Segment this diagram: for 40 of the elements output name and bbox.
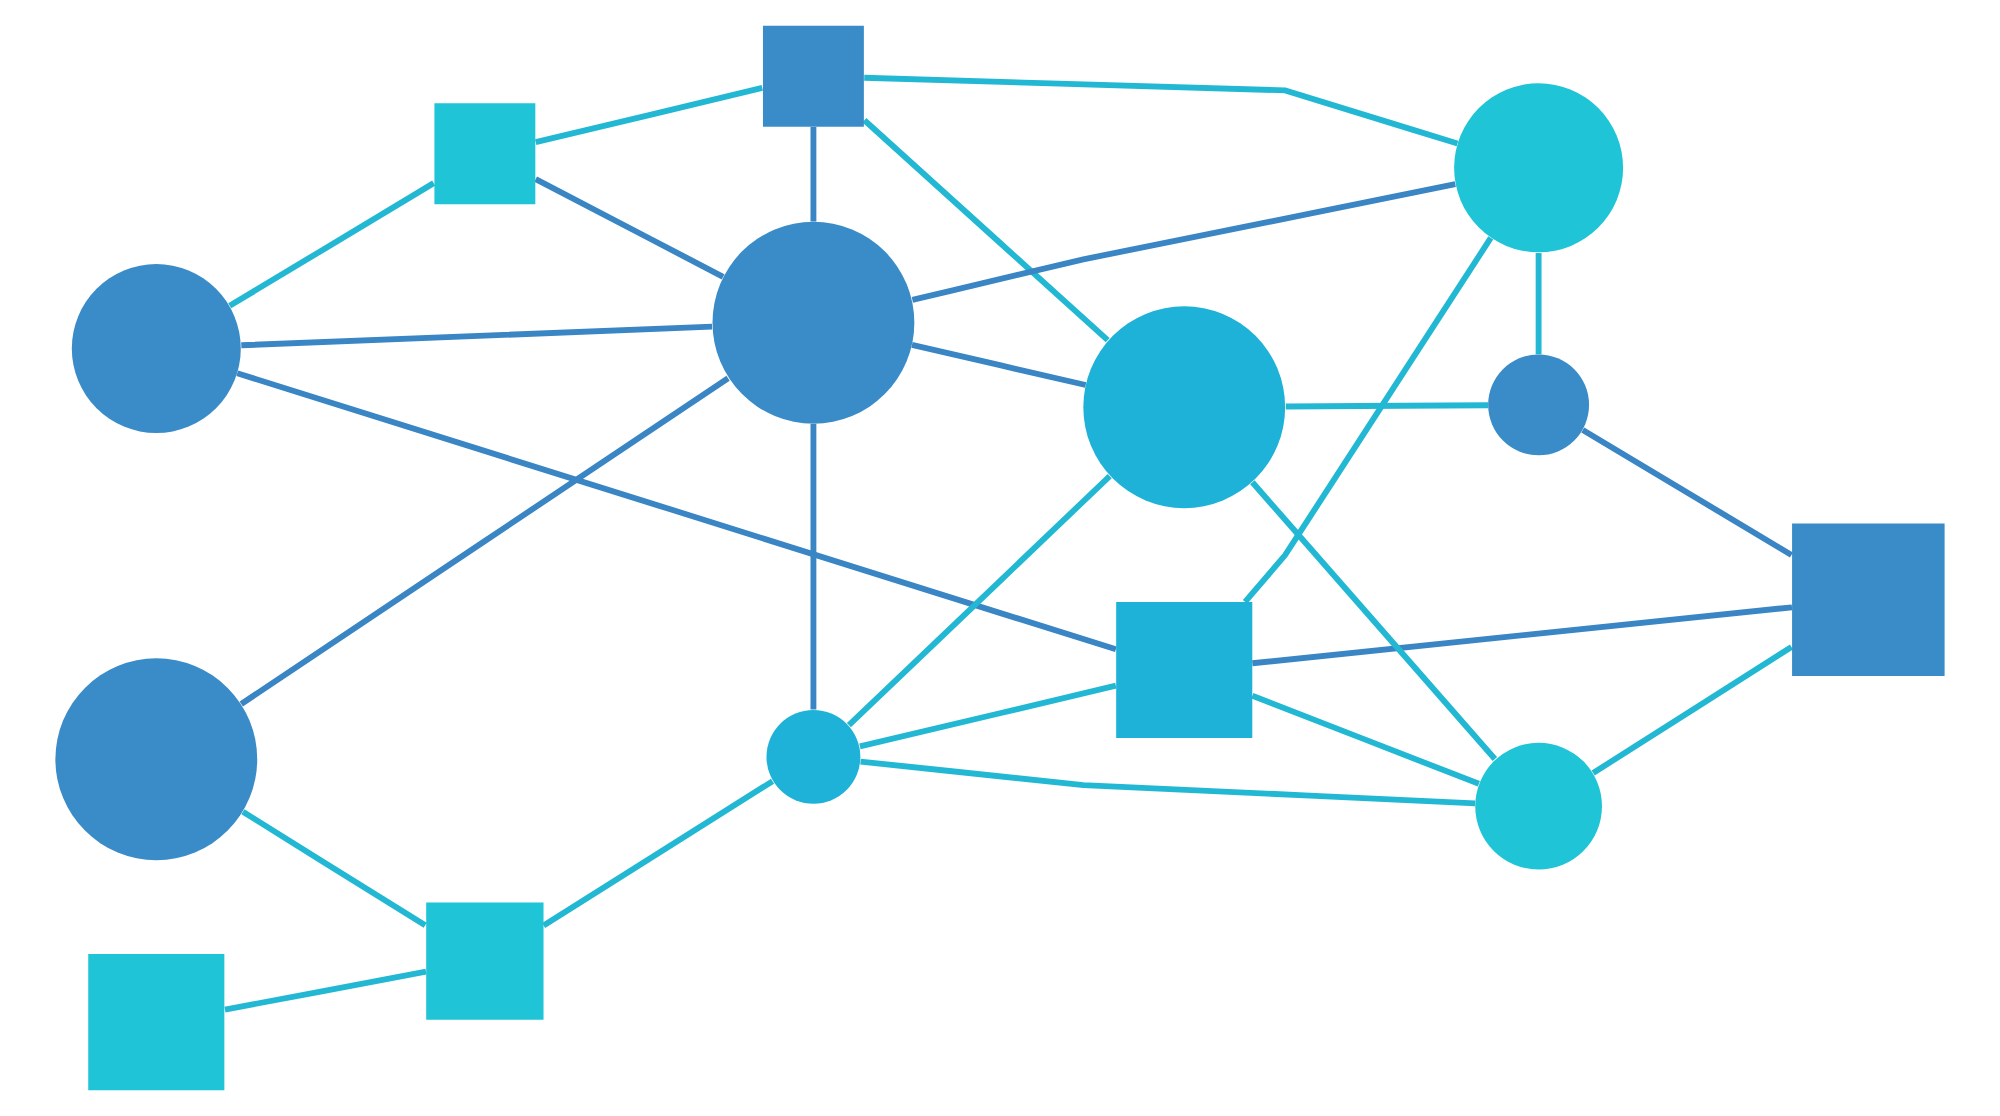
connector [810, 424, 817, 710]
connector [1252, 604, 1793, 667]
connector [1250, 480, 1498, 761]
node-circle [1083, 306, 1286, 509]
node-circle [712, 221, 915, 424]
node-circle [1454, 83, 1624, 253]
node-circle [55, 658, 258, 861]
connector [1535, 253, 1542, 355]
connector [241, 323, 713, 349]
connector [1251, 692, 1480, 787]
connector [236, 370, 1117, 653]
connector [911, 342, 1087, 388]
node-box [88, 954, 225, 1091]
connector [241, 809, 427, 928]
connector [810, 126, 817, 222]
connector [846, 474, 1112, 728]
node-circle [1475, 742, 1602, 870]
node-box [434, 103, 536, 205]
connector [239, 375, 730, 707]
connector [224, 968, 427, 1013]
connector [534, 176, 725, 280]
node-box [426, 902, 544, 1020]
connector [860, 758, 1476, 807]
node-circle [71, 264, 241, 434]
connector [1591, 644, 1794, 776]
connector [1242, 236, 1494, 604]
node-box [762, 25, 864, 127]
node-box [1116, 602, 1253, 739]
connector [862, 118, 1110, 343]
connector [1285, 402, 1489, 410]
connector [535, 85, 763, 145]
connector [542, 778, 775, 928]
node-circle [1488, 354, 1590, 456]
connector [1581, 427, 1793, 558]
connector [911, 181, 1456, 303]
node-box [1792, 523, 1945, 676]
node-circle [766, 709, 861, 804]
connector [859, 682, 1117, 750]
connector [228, 180, 436, 309]
connector [864, 74, 1459, 147]
